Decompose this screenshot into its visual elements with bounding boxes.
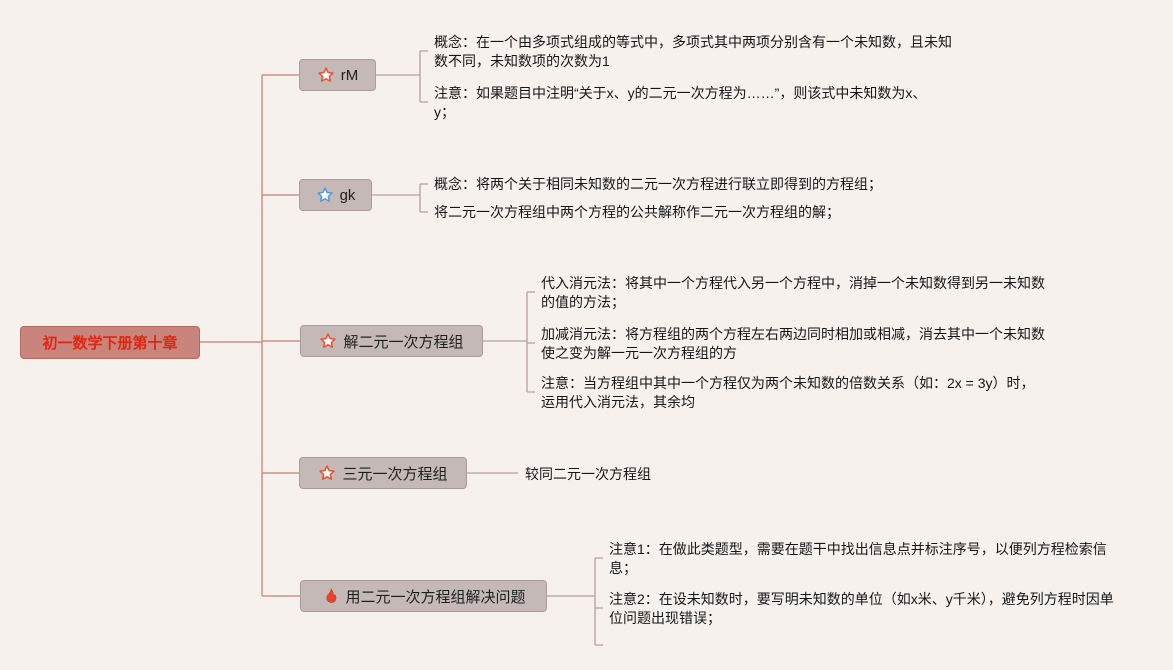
branch-topic-label: 用二元一次方程组解决问题 [345, 588, 526, 606]
branch-topic-label: gk [339, 186, 356, 204]
branch-topic-3[interactable]: 解二元一次方程组 [300, 325, 483, 357]
branch-topic-4[interactable]: 三元一次方程组 [299, 457, 467, 489]
branch-topic-label: rM [340, 66, 359, 84]
note-topic[interactable]: 概念：将两个关于相同未知数的二元一次方程进行联立即得到的方程组； [434, 176, 882, 192]
branch-topic-label: 三元一次方程组 [342, 465, 448, 483]
note-topic[interactable]: 将二元一次方程组中两个方程的公共解称作二元一次方程组的解； [434, 204, 840, 220]
note-topic[interactable]: 注意：如果题目中注明“关于x、y的二元一次方程为……”，则该式中未知数为x、y； [434, 85, 927, 120]
flame-icon[interactable] [321, 587, 339, 605]
note-topic[interactable]: 较同二元一次方程组 [525, 466, 651, 482]
note-topic[interactable]: 注意：当方程组中其中一个方程仅为两个未知数的倍数关系（如：2x = 3y）时，运… [541, 375, 1035, 410]
root-topic[interactable]: 初一数学下册第十章 [20, 326, 200, 359]
note-topic[interactable]: 注意1：在做此类题型，需要在题干中找出信息点并标注序号，以便列方程检索信息； [609, 541, 1107, 576]
note-topic[interactable]: 概念：在一个由多项式组成的等式中，多项式其中两项分别含有一个未知数，且未知数不同… [434, 34, 952, 69]
note-topic[interactable]: 代入消元法：将其中一个方程代入另一个方程中，消掉一个未知数得到另一未知数的值的方… [541, 275, 1045, 310]
trunk-lines [200, 74, 300, 597]
star-red-icon[interactable] [318, 464, 336, 482]
root-topic-label: 初一数学下册第十章 [42, 335, 178, 352]
note-topic[interactable]: 加减消元法：将方程组的两个方程左右两边同时相加或相减，消去其中一个未知数使之变为… [541, 326, 1045, 361]
star-red-icon[interactable] [317, 66, 335, 84]
branch-topic-5[interactable]: 用二元一次方程组解决问题 [300, 580, 547, 612]
star-blue-icon[interactable] [316, 186, 334, 204]
note-topic[interactable]: 注意2：在设未知数时，要写明未知数的单位（如x米、y千米），避免列方程时因单位问… [609, 591, 1114, 626]
branch-topic-label: 解二元一次方程组 [343, 333, 464, 351]
branch-topic-2[interactable]: gk [299, 179, 372, 211]
branch-topic-1[interactable]: rM [299, 59, 376, 91]
star-red-icon[interactable] [319, 332, 337, 350]
